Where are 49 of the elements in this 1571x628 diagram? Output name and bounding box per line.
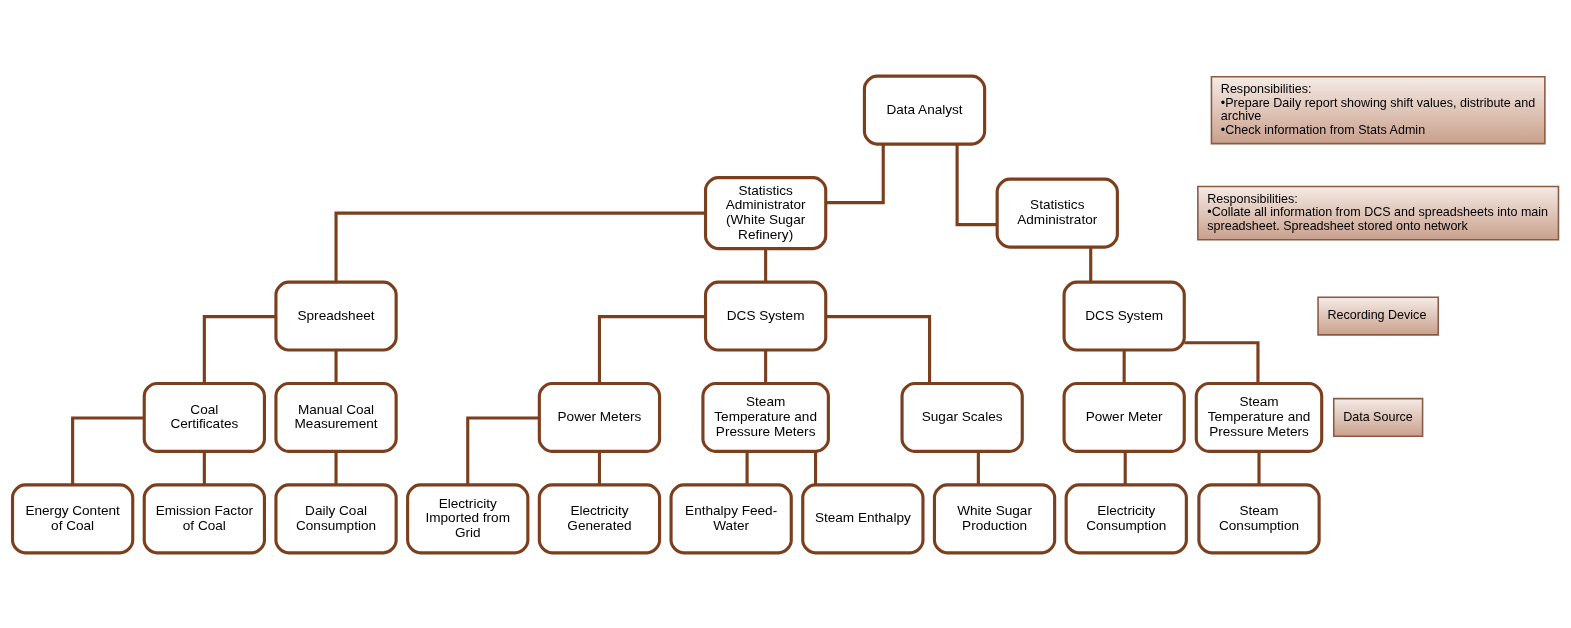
connector <box>1257 451 1261 485</box>
node-box: Statistics Administrator <box>995 177 1119 249</box>
connector <box>597 314 706 383</box>
connector <box>764 248 768 282</box>
connector <box>334 349 338 383</box>
node-box: White Sugar Production <box>932 482 1057 554</box>
connector <box>1184 340 1260 383</box>
connector <box>1122 349 1126 383</box>
connector <box>825 314 932 383</box>
node-box: Steam Temperature and Pressure Meters <box>701 381 830 453</box>
connector <box>466 415 539 485</box>
node-box: Power Meters <box>537 381 662 453</box>
node-box: Emission Factor of Coal <box>142 482 266 554</box>
node-box: Electricity Imported from Grid <box>406 482 530 554</box>
connector <box>955 143 997 226</box>
connector <box>813 451 818 485</box>
connector <box>334 211 706 282</box>
connector <box>597 451 601 485</box>
node-box: Electricity Generated <box>537 482 662 554</box>
node-box: Responsibilities: •Prepare Daily report showing shift values, distribute and archive •Check information from Stats Admin <box>1210 75 1546 144</box>
node-box: Enthalpy Feed-Water <box>669 482 793 554</box>
node-box: Power Meter <box>1062 381 1186 453</box>
node-box: Steam Consumption <box>1197 482 1321 554</box>
connector <box>825 143 885 204</box>
node-box: DCS System <box>703 280 828 352</box>
node-box: Statistics Administrator (White Sugar Refinery) <box>703 175 828 250</box>
connector <box>745 451 749 485</box>
connector <box>1123 451 1127 485</box>
node-box: Sugar Scales <box>900 381 1024 453</box>
node-box: Coal Certificates <box>142 381 266 453</box>
node-box: Steam Temperature and Pressure Meters <box>1194 381 1324 453</box>
node-box: Energy Content of Coal <box>10 482 135 554</box>
node-box: DCS System <box>1062 280 1186 352</box>
node-box: Manual Coal Measurement <box>274 381 398 453</box>
node-box: Responsibilities: •Collate all information from DCS and spreadsheets into main spreadsheet. Spreadsheet stored onto network <box>1197 185 1560 241</box>
node-box: Electricity Consumption <box>1064 482 1188 554</box>
connector <box>71 415 144 485</box>
connector <box>202 314 276 383</box>
connector <box>1089 246 1093 282</box>
connector <box>764 349 768 383</box>
node-box: Daily Coal Consumption <box>274 482 398 554</box>
connector <box>334 451 338 485</box>
connector <box>202 451 206 485</box>
node-box: Data Source <box>1332 397 1424 437</box>
node-box: Steam Enthalpy <box>801 482 925 554</box>
node-box: Data Analyst <box>862 74 987 146</box>
connector <box>976 451 980 485</box>
node-box: Recording Device <box>1317 295 1440 336</box>
node-box: Spreadsheet <box>274 280 398 352</box>
